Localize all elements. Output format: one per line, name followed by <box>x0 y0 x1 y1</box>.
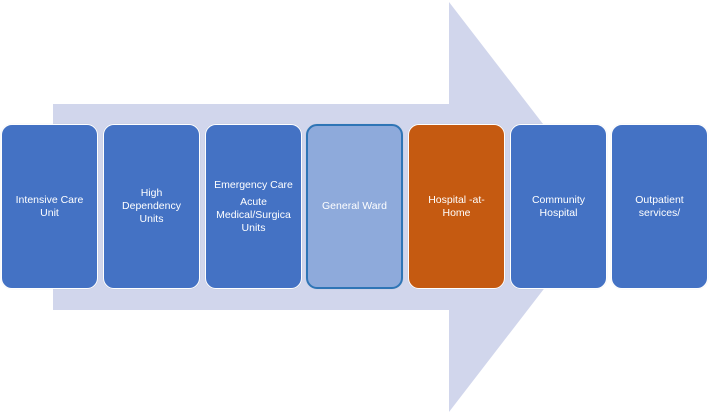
step-hospital-at-home: Hospital -at- Home <box>408 124 505 289</box>
step-label-line: Intensive Care <box>15 193 84 206</box>
step-label-line: Unit <box>40 206 59 219</box>
step-label-line: services/ <box>638 206 681 219</box>
step-label-line: Community <box>531 193 586 206</box>
step-label-line: High <box>140 187 163 199</box>
step-label-line: Medical/Surgica <box>216 208 291 221</box>
step-label-line: Emergency Care <box>214 178 293 191</box>
step-outpatient-services: Outpatient services/ <box>611 124 708 289</box>
step-label-line: Hospital <box>539 206 578 219</box>
step-label-line: General Ward <box>322 200 387 212</box>
step-community-hospital: Community Hospital <box>510 124 607 289</box>
step-label-line: Outpatient <box>635 193 684 206</box>
step-emergency-care: Emergency Care Acute Medical/Surgica Uni… <box>205 124 302 289</box>
step-label-line: Dependency <box>122 200 181 212</box>
step-label-line: Hospital -at- <box>428 193 485 206</box>
step-high-dependency-units: High Dependency Units <box>103 124 200 289</box>
step-label-line: Acute <box>240 195 267 208</box>
step-general-ward: General Ward <box>306 124 403 289</box>
step-label-line: Units <box>241 221 266 234</box>
step-intensive-care-unit: Intensive Care Unit <box>1 124 98 289</box>
step-label-line: Home <box>442 206 471 219</box>
step-label-line: Units <box>139 213 164 225</box>
